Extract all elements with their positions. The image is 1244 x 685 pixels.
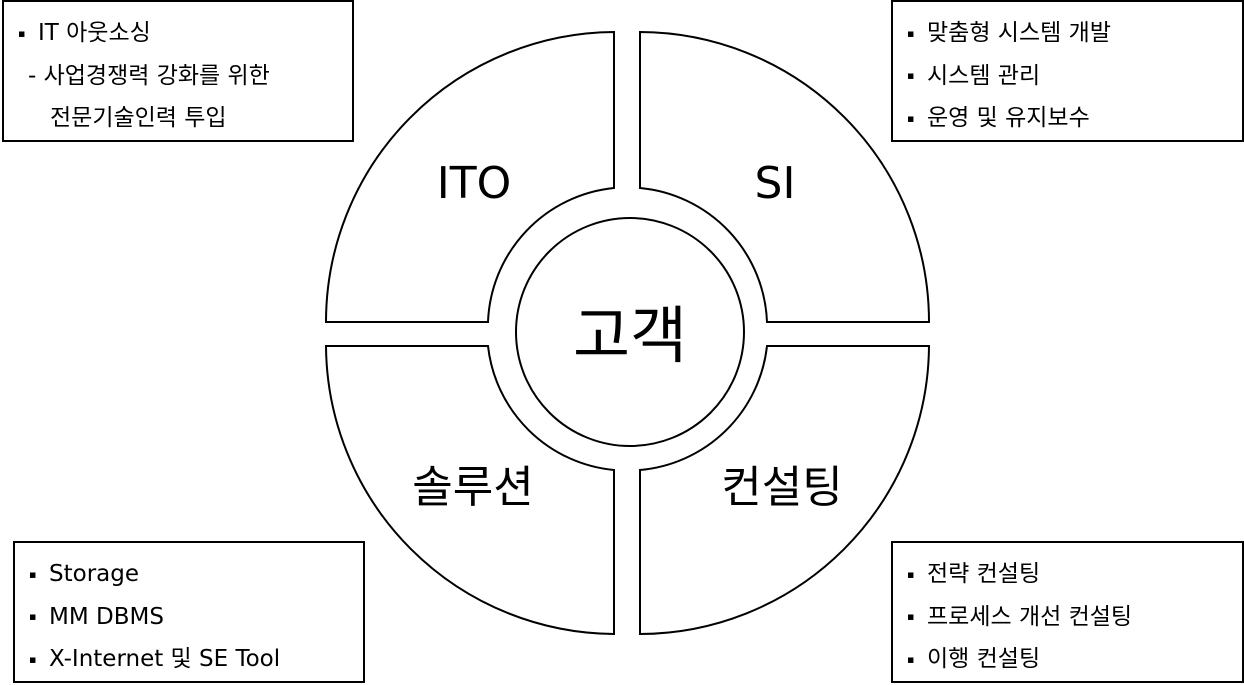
- bullet-icon: ▪: [907, 610, 915, 623]
- bullet-icon: ▪: [18, 26, 26, 40]
- list-item: ▪ 프로세스 개선 컨설팅: [907, 596, 1230, 639]
- solution-label: 솔루션: [412, 462, 533, 513]
- solution-segment: [324, 345, 615, 636]
- solution-item-text: Storage: [49, 561, 139, 587]
- list-item: ▪ 맞춤형 시스템 개발: [907, 12, 1230, 55]
- si-segment: [639, 30, 931, 323]
- ito-item: ▪ IT 아웃소싱: [18, 12, 340, 55]
- center-label: 고객: [573, 299, 687, 372]
- list-item: ▪ 전략 컨설팅: [907, 553, 1230, 596]
- list-item: ▪ 이행 컨설팅: [907, 638, 1230, 681]
- si-item-text: 맞춤형 시스템 개발: [927, 20, 1111, 46]
- consulting-item-text: 프로세스 개선 컨설팅: [927, 603, 1133, 630]
- ito-description-box: ▪ IT 아웃소싱 - 사업경쟁력 강화를 위한 전문기술인력 투입: [2, 0, 354, 142]
- bullet-icon: ▪: [907, 111, 915, 125]
- si-item-text: 운영 및 유지보수: [927, 105, 1090, 131]
- center-circle: [515, 217, 745, 447]
- list-item: ▪ X-Internet 및 SE Tool: [29, 638, 351, 681]
- ito-sub-line-1: - 사업경쟁력 강화를 위한: [28, 62, 270, 89]
- consulting-segment: [639, 345, 931, 636]
- solution-item-text: MM DBMS: [49, 603, 164, 630]
- list-item: ▪ MM DBMS: [29, 596, 351, 639]
- bullet-icon: ▪: [29, 567, 37, 581]
- ito-item-text: IT 아웃소싱: [38, 20, 151, 46]
- bullet-icon: ▪: [907, 652, 915, 666]
- list-item: ▪ Storage: [29, 553, 351, 596]
- consulting-label: 컨설팅: [721, 462, 842, 513]
- consulting-item-text: 이행 컨설팅: [927, 646, 1041, 672]
- bullet-icon: ▪: [907, 26, 915, 40]
- solution-description-box: ▪ Storage ▪ MM DBMS ▪ X-Internet 및 SE Tool: [13, 541, 365, 683]
- ito-label: ITO: [437, 158, 512, 209]
- si-item-text: 시스템 관리: [927, 62, 1041, 89]
- ito-segment: [324, 30, 615, 323]
- list-item: ▪ 운영 및 유지보수: [907, 97, 1230, 140]
- bullet-icon: ▪: [29, 652, 37, 666]
- bullet-icon: ▪: [29, 610, 37, 623]
- ito-sub-line-2: 전문기술인력 투입: [50, 104, 227, 131]
- si-label: SI: [755, 158, 796, 209]
- list-item: ▪ 시스템 관리: [907, 55, 1230, 98]
- si-description-box: ▪ 맞춤형 시스템 개발 ▪ 시스템 관리 ▪ 운영 및 유지보수: [891, 0, 1244, 142]
- consulting-item-text: 전략 컨설팅: [927, 561, 1041, 587]
- bullet-icon: ▪: [907, 69, 915, 82]
- consulting-description-box: ▪ 전략 컨설팅 ▪ 프로세스 개선 컨설팅 ▪ 이행 컨설팅: [891, 541, 1244, 683]
- solution-item-text: X-Internet 및 SE Tool: [49, 646, 281, 672]
- bullet-icon: ▪: [907, 567, 915, 581]
